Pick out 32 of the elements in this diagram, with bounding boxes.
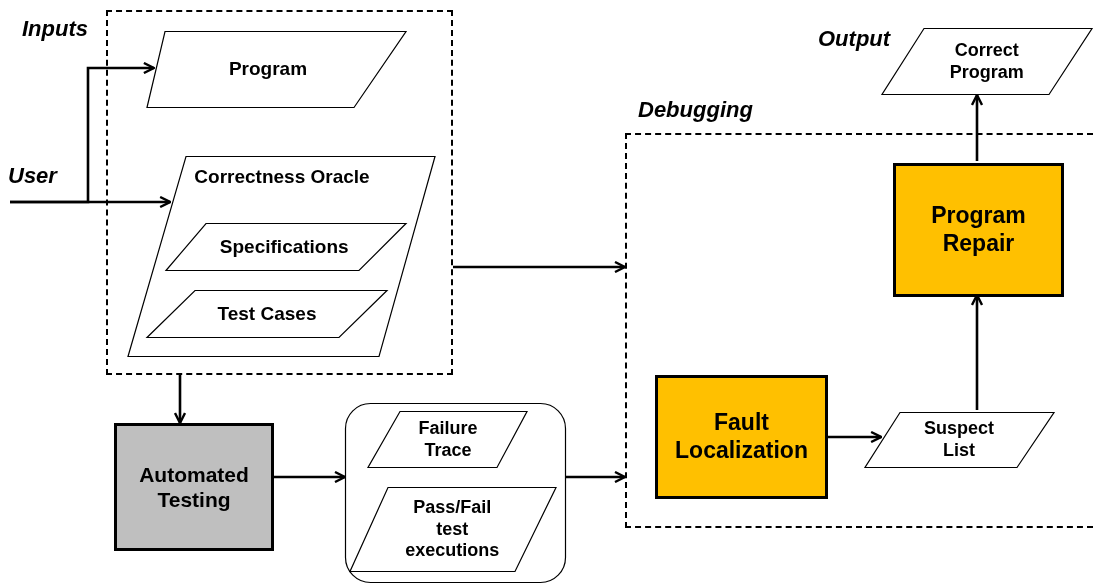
node-label: Suspect List [923,418,995,462]
group-heading: Inputs [22,16,88,42]
parallelogram-node [368,411,527,468]
process-box [114,423,274,551]
parallelogram-node [350,487,556,572]
arrow [453,260,627,274]
rounded-container [345,403,566,583]
arrow [826,430,883,444]
node-label: Program Repair [930,202,1027,258]
node-label: Specifications [218,235,350,259]
parallelogram-node [166,223,406,271]
process-box [893,163,1064,297]
node-label: Program [227,58,309,81]
arrow [173,375,187,425]
node-label: Failure Trace [417,417,479,462]
parallelogram-node [128,156,435,357]
node-label: Pass/Fail test executions [404,497,501,562]
node-label: Correct Program [948,39,1025,84]
process-box [655,375,828,499]
node-label: Automated Testing [138,461,250,513]
arrow [566,470,627,484]
arrow [970,93,984,161]
parallelogram-node [147,31,406,108]
parallelogram-node [865,412,1054,468]
node-label: Test Cases [216,302,318,326]
node-label: Fault Localization [674,409,809,465]
parallelogram-node [147,290,387,338]
actor-label: User [8,163,70,202]
group-heading: Debugging [638,97,753,123]
group-heading: Output [818,26,891,52]
arrow [10,195,172,209]
node-label: Correctness Oracle [193,166,371,189]
